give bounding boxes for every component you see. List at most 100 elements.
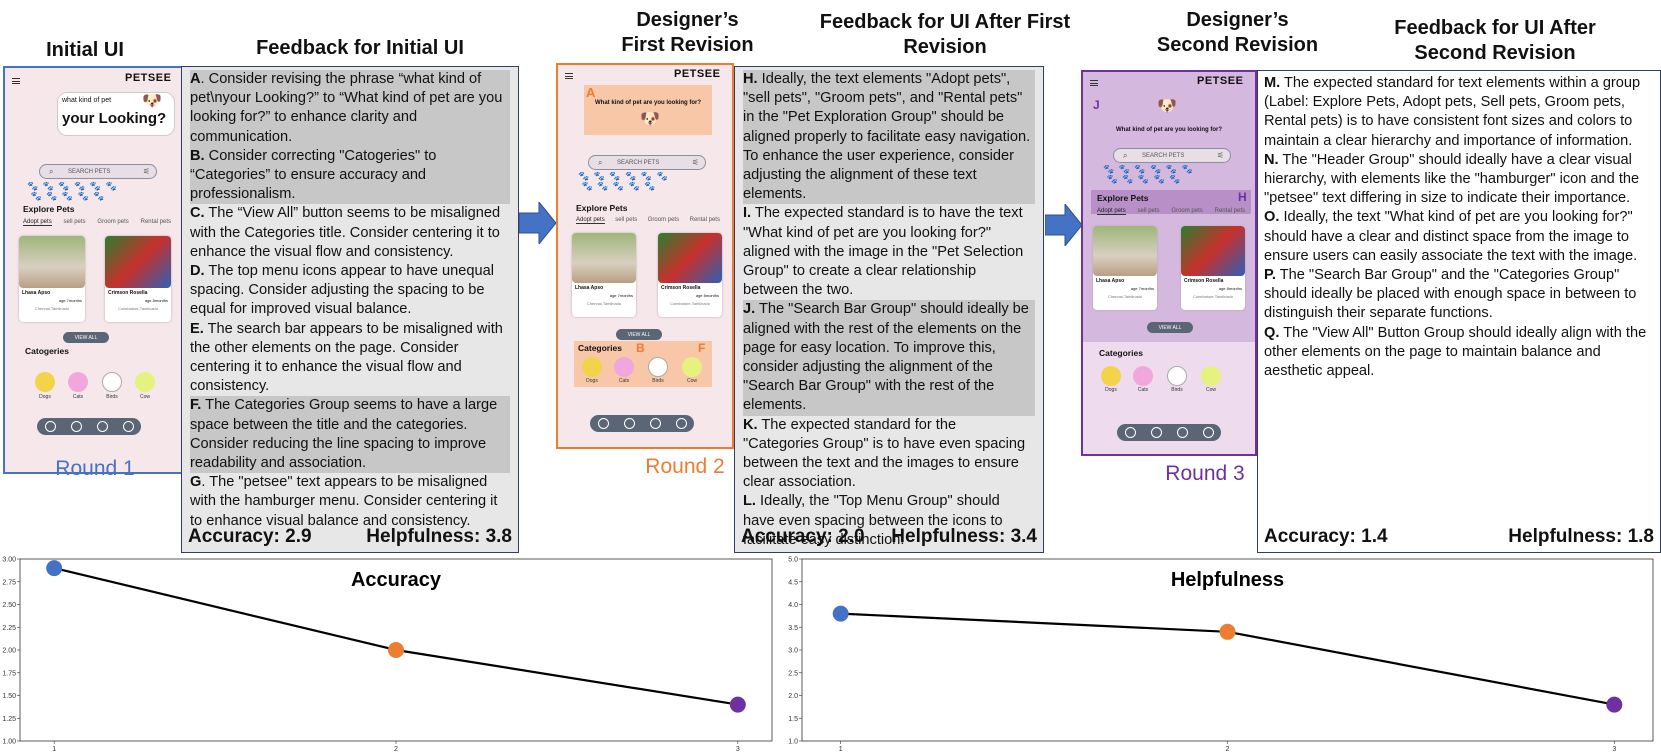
tab-rental[interactable]: Rental pets [140,219,171,225]
category-cats-icon[interactable] [68,372,88,392]
categories-title: Categories [1099,348,1143,358]
home-icon[interactable] [1124,427,1136,438]
chat-icon[interactable] [1150,427,1162,438]
y-tick-label: 2.00 [2,648,16,655]
profile-icon[interactable] [122,421,134,432]
category-birds-icon[interactable] [648,357,668,377]
category-label: Dogs [39,394,51,400]
tab-adopt[interactable]: Adopt pets [23,219,52,226]
feedback-item-id: F. [190,397,202,414]
pet1-location: Chennai,Tamilnadu [586,301,622,306]
tab-sell[interactable]: sell pets [615,217,638,223]
heading-feedback-second: Feedback for UI After Second Revision [1394,17,1596,64]
tab-rental[interactable]: Rental pets [689,217,720,223]
pet2-name: Crimson Rosella [1184,278,1224,284]
chart-title: Helpfulness [1171,569,1284,591]
category-label: Cats [72,394,84,400]
feedback-item-id: L. [743,493,756,510]
metrics-round1: Accuracy: 2.9 Helpfulness: 3.8 [188,526,512,548]
accuracy-r2: Accuracy: 2.0 [741,526,865,547]
tab-sell[interactable]: sell pets [1137,208,1160,214]
view-all-button[interactable]: VIEW ALL [1147,322,1193,333]
heart-icon[interactable] [649,418,661,429]
heart-icon[interactable] [96,421,108,432]
chat-icon[interactable] [623,418,635,429]
search-bar[interactable]: ⌕ SEARCH PETS ⚟ [588,155,706,170]
feedback-item: M. The expected standard for text elemen… [1264,74,1656,151]
y-tick-label: 2.75 [2,579,16,586]
tab-groom[interactable]: Groom pets [97,219,129,225]
parrot-photo [105,236,171,288]
feedback-item-id: B. [190,147,205,164]
pet1-location: Chennai,Tamilnadu [34,306,70,311]
metrics-round2: Accuracy: 2.0 Helpfulness: 3.4 [741,526,1037,548]
app-logo: PETSEE [674,68,721,80]
feedback-item-text: The "Search Bar Group" and the "Categori… [1264,267,1637,322]
search-bar[interactable]: ⌕ SEARCH PETS ⚟ [39,164,157,179]
pet-card-lhasa[interactable]: Lhasa Apso age 7months Chennai,Tamilnadu [19,236,85,322]
feedback-item-text: The top menu icons appear to have unequa… [190,263,494,318]
tab-groom[interactable]: Groom pets [647,217,680,223]
pet-card-rosella[interactable]: Crimson Rosella age 8months Coimbatore,T… [658,233,722,317]
data-point [46,560,63,577]
feedback-item-text: The Categories Group seems to have a lar… [190,397,498,472]
chart-title: Accuracy [351,569,442,591]
category-dogs-icon[interactable] [1101,366,1121,386]
y-tick-label: 3.5 [788,625,798,632]
category-cats-icon[interactable] [1133,366,1153,386]
feedback-item: N. The "Header Group" should ideally hav… [1264,151,1656,209]
feedback-item-id: E. [190,320,204,337]
pet-card-lhasa[interactable]: Lhasa Apso age 7months Chennai,Tamilnadu [1093,226,1157,310]
category-label: Cats [1137,387,1149,393]
category-cow-icon[interactable] [1201,366,1221,386]
pet2-age: age 8months [144,298,168,303]
dog-photo [1093,226,1157,276]
feedback-item-id: H. [743,71,758,87]
pet-card-lhasa[interactable]: Lhasa Apso age 7months Chennai,Tamilnadu [572,233,636,317]
feedback-item: F. The Categories Group seems to have a … [190,396,510,474]
category-dogs-icon[interactable] [35,372,55,392]
x-tick-label: 3 [1612,746,1616,753]
y-tick-label: 1.25 [2,716,16,723]
accuracy-r3: Accuracy: 1.4 [1264,526,1388,547]
search-bar[interactable]: ⌕ SEARCH PETS ⚟ [1113,148,1231,163]
category-label: Birds [106,394,118,400]
profile-icon[interactable] [675,418,687,429]
profile-icon[interactable] [1202,427,1214,438]
tab-adopt[interactable]: Adopt pets [1097,208,1126,215]
category-cow-icon[interactable] [135,372,155,392]
feedback-item-id: A [190,71,201,87]
pet-card-rosella[interactable]: Crimson Rosella age 8months Coimbatore,T… [1181,226,1245,310]
y-tick-label: 3.00 [2,557,16,564]
bottom-nav [37,418,141,435]
view-all-button[interactable]: VIEW ALL [616,329,662,340]
pet1-age: age 7months [1130,286,1154,291]
tab-adopt[interactable]: Adopt pets [576,217,605,224]
dog-photo [19,236,85,288]
category-dogs-icon[interactable] [582,357,602,377]
feedback-item-text: Ideally, the text "What kind of pet are … [1264,209,1638,264]
dog-icon: 🐶 [142,93,162,110]
tab-sell[interactable]: sell pets [63,219,86,225]
category-cats-icon[interactable] [614,357,634,377]
heading-feedback-initial: Feedback for Initial UI [256,37,464,59]
pet1-age: age 7months [58,298,82,303]
home-icon[interactable] [597,418,609,429]
tab-rental[interactable]: Rental pets [1214,208,1245,214]
pet1-name: Lhasa Apso [22,290,51,296]
home-icon[interactable] [44,421,56,432]
heart-icon[interactable] [1176,427,1188,438]
helpfulness-r2: Helpfulness: 3.4 [891,526,1037,547]
marker-a: A [586,85,596,100]
feedback-item-id: G [190,474,202,491]
feedback-item-id: C. [190,205,205,222]
category-birds-icon[interactable] [102,372,122,392]
category-label: Dogs [586,378,598,384]
tab-groom[interactable]: Groom pets [1171,208,1203,214]
metrics-round3: Accuracy: 1.4 Helpfulness: 1.8 [1264,526,1654,548]
category-birds-icon[interactable] [1167,366,1187,386]
pet-card-rosella[interactable]: Crimson Rosella age 8months Coimbatore,T… [105,236,171,322]
category-cow-icon[interactable] [682,357,702,377]
chat-icon[interactable] [70,421,82,432]
view-all-button[interactable]: VIEW ALL [63,332,109,343]
